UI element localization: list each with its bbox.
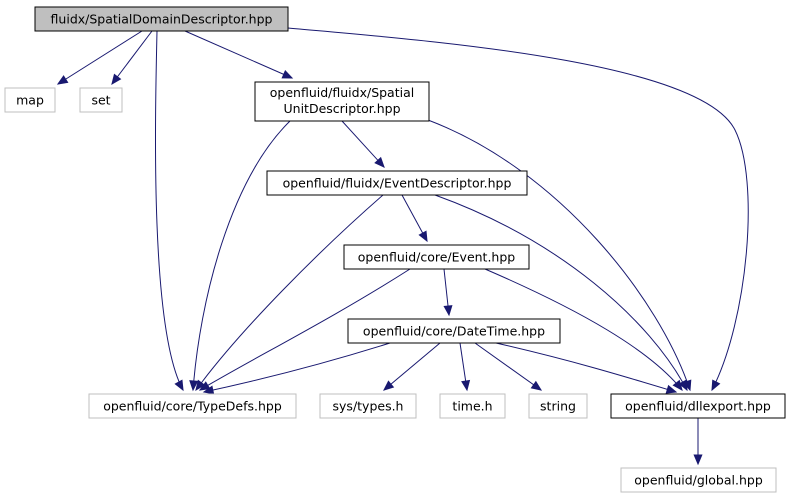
arrowhead-datetime-to-typedefs [202,385,215,395]
node-global: openfluid/global.hpp [620,467,777,493]
node-set-label: set [91,93,110,108]
node-time-h-box [439,393,506,419]
node-map: map [4,87,56,113]
node-spatial-unit-label-line2: UnitDescriptor.hpp [284,101,401,116]
arrowhead-event-to-typedefs [198,381,211,391]
edge-root-to-map [57,30,143,85]
edge-event-to-typedefs [199,268,411,391]
node-spatial-unit-label-line1: openfluid/fluidx/Spatial [270,85,414,100]
node-event-label: openfluid/core/Event.hpp [358,250,516,265]
arrowhead-event-to-dllexport [672,379,683,392]
node-dllexport-label: openfluid/dllexport.hpp [625,399,771,414]
arrowhead-dllexport-to-global [693,454,703,466]
node-global-box [620,467,777,493]
edge-datetime-to-dllexport [495,342,677,393]
arrowhead-root-to-map [56,75,69,85]
edge-root-to-set [111,30,153,85]
node-sys-types-box [319,393,417,419]
node-typedefs-box [88,393,297,419]
arrowhead-datetime-to-time-h [461,379,471,392]
node-string-label: string [540,399,576,414]
node-string: string [528,393,588,419]
node-datetime[interactable]: openfluid/core/DateTime.hpp [347,318,561,344]
node-string-box [528,393,588,419]
edge-root-to-typedefs [154,30,184,391]
arrowhead-root-to-typedefs [174,379,184,392]
edges-layer [56,27,749,466]
arrowhead-event-descriptor-to-typedefs [195,379,206,392]
node-dllexport[interactable]: openfluid/dllexport.hpp [610,393,786,419]
node-map-box [4,87,56,113]
arrowhead-root-to-spatial-unit [281,70,294,79]
node-spatial-unit-box [254,81,430,122]
edge-event-to-dllexport [484,268,683,391]
node-global-label: openfluid/global.hpp [634,473,763,488]
edge-spatial-unit-to-dllexport [427,119,691,391]
node-event-descriptor[interactable]: openfluid/fluidx/EventDescriptor.hpp [266,170,528,196]
edge-spatial-unit-to-event-descriptor [341,120,385,168]
arrowhead-event-to-datetime [443,305,453,317]
node-dllexport-box [610,393,786,419]
arrowhead-datetime-to-sys-types [383,380,395,391]
edge-spatial-unit-to-typedefs [192,120,291,391]
arrowhead-event-descriptor-to-event [418,230,428,243]
edge-event-descriptor-to-dllexport [434,194,688,391]
node-typedefs: openfluid/core/TypeDefs.hpp [88,393,297,419]
node-typedefs-label: openfluid/core/TypeDefs.hpp [103,399,282,414]
node-spatial-unit[interactable]: openfluid/fluidx/Spatial UnitDescriptor.… [254,81,430,122]
node-time-h-label: time.h [452,399,492,414]
arrowhead-spatial-unit-to-typedefs [189,380,199,392]
node-event-box [343,244,530,270]
edge-datetime-to-sys-types [383,342,441,391]
edge-root-to-dllexport [287,27,749,391]
node-root[interactable]: fluidx/SpatialDomainDescriptor.hpp [34,6,289,32]
node-sys-types-label: sys/types.h [333,399,404,414]
arrowhead-spatial-unit-to-event-descriptor [374,156,385,168]
node-time-h: time.h [439,393,506,419]
node-root-box [34,6,289,32]
arrowhead-root-to-set [111,73,122,86]
node-datetime-box [347,318,561,344]
edge-datetime-to-string [474,342,542,391]
node-set-box [79,87,123,113]
node-root-label: fluidx/SpatialDomainDescriptor.hpp [51,12,273,27]
node-event[interactable]: openfluid/core/Event.hpp [343,244,530,270]
node-datetime-label: openfluid/core/DateTime.hpp [363,324,545,339]
node-set: set [79,87,123,113]
edge-root-to-spatial-unit [184,30,293,79]
node-event-descriptor-label: openfluid/fluidx/EventDescriptor.hpp [283,176,512,191]
node-sys-types: sys/types.h [319,393,417,419]
edge-event-descriptor-to-typedefs [195,194,384,391]
arrowhead-event-descriptor-to-dllexport [678,379,688,392]
arrowhead-datetime-to-dllexport [665,384,678,394]
arrowhead-datetime-to-string [530,380,543,391]
node-map-label: map [16,93,44,108]
node-event-descriptor-box [266,170,528,196]
arrowhead-root-to-dllexport [711,379,721,392]
edge-datetime-to-typedefs [203,342,391,393]
